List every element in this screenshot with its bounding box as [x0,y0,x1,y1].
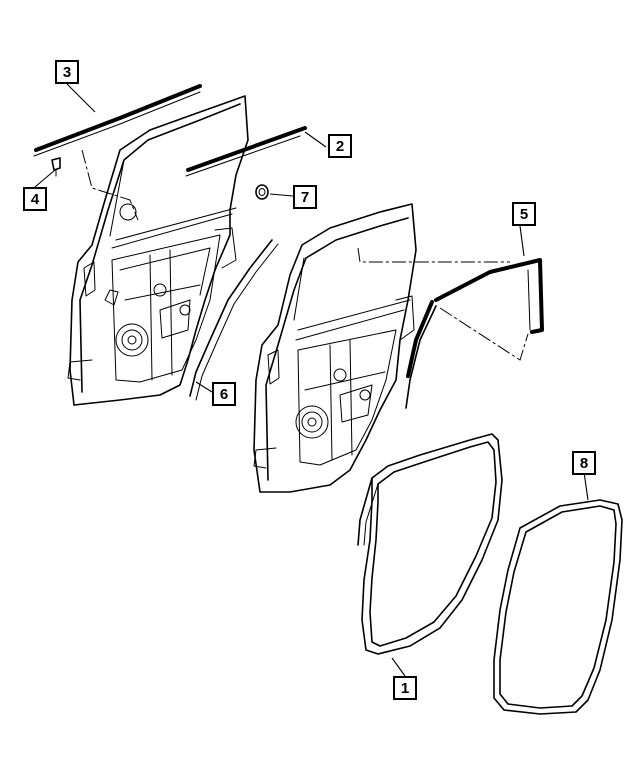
part-5-glass-run [405,258,544,409]
reference-lines [81,149,529,361]
left-door-assembly [67,95,249,406]
part-8-body-weatherstrip [493,499,623,715]
callout-7: 7 [293,185,317,209]
part-1-door-weatherstrip [357,433,503,655]
part-7-plug [255,184,269,200]
callout-8: 8 [572,451,596,475]
part-4-clip [51,157,61,177]
callout-2: 2 [328,134,352,158]
callout-4: 4 [23,187,47,211]
callout-6: 6 [212,382,236,406]
right-door-assembly [253,203,417,493]
callout-5: 5 [512,202,536,226]
part-3-belt-weatherstrip [33,84,202,157]
callout-1: 1 [393,676,417,700]
part-2-inner-belt-strip [185,126,307,177]
part-6-channel-strip [189,239,279,401]
callout-leaders [34,83,589,677]
callout-3: 3 [55,60,79,84]
